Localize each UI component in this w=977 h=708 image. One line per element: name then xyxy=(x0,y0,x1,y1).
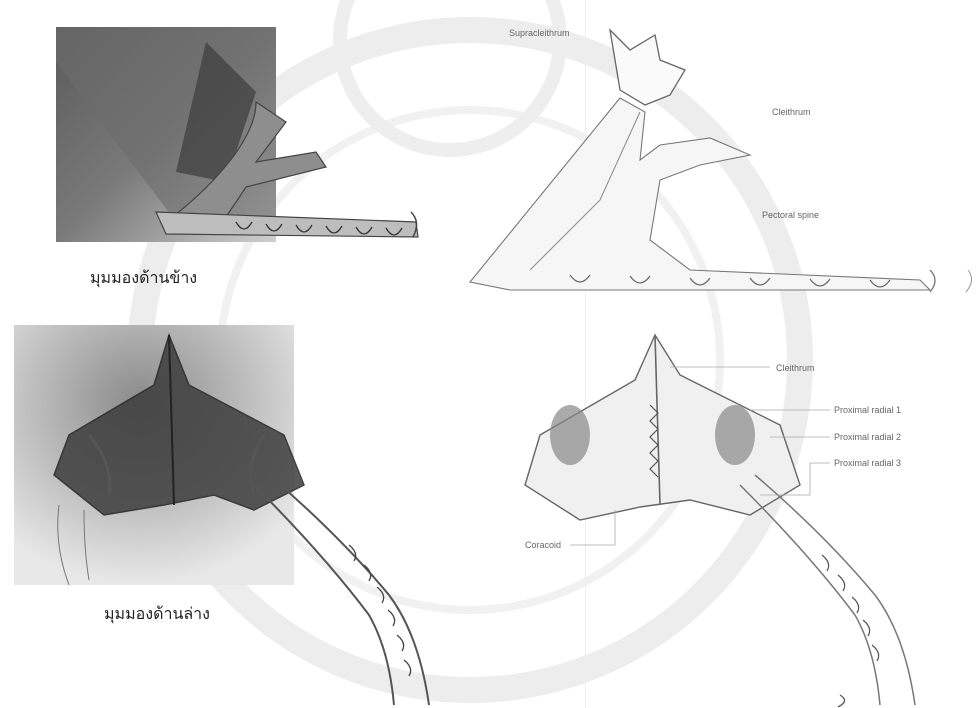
cleithrum-label-bottom: Cleithrum xyxy=(776,363,815,373)
bottom-view-label: มุมมองด้านล่าง xyxy=(104,602,210,627)
cleithrum-label-top: Cleithrum xyxy=(772,107,811,117)
supracleithrum-label: Supracleithrum xyxy=(509,28,570,38)
side-view-drawing xyxy=(450,20,977,320)
proximal-radial-3-label: Proximal radial 3 xyxy=(834,458,901,468)
bottom-view-xray-photo xyxy=(14,325,454,708)
pectoral-spine-label: Pectoral spine xyxy=(762,210,819,220)
side-view-label: มุมมองด้านข้าง xyxy=(90,266,197,291)
coracoid-label: Coracoid xyxy=(525,540,561,550)
proximal-radial-1-label: Proximal radial 1 xyxy=(834,405,901,415)
bottom-view-drawing xyxy=(500,325,977,708)
proximal-radial-2-label: Proximal radial 2 xyxy=(834,432,901,442)
side-view-xray-photo xyxy=(56,22,396,252)
